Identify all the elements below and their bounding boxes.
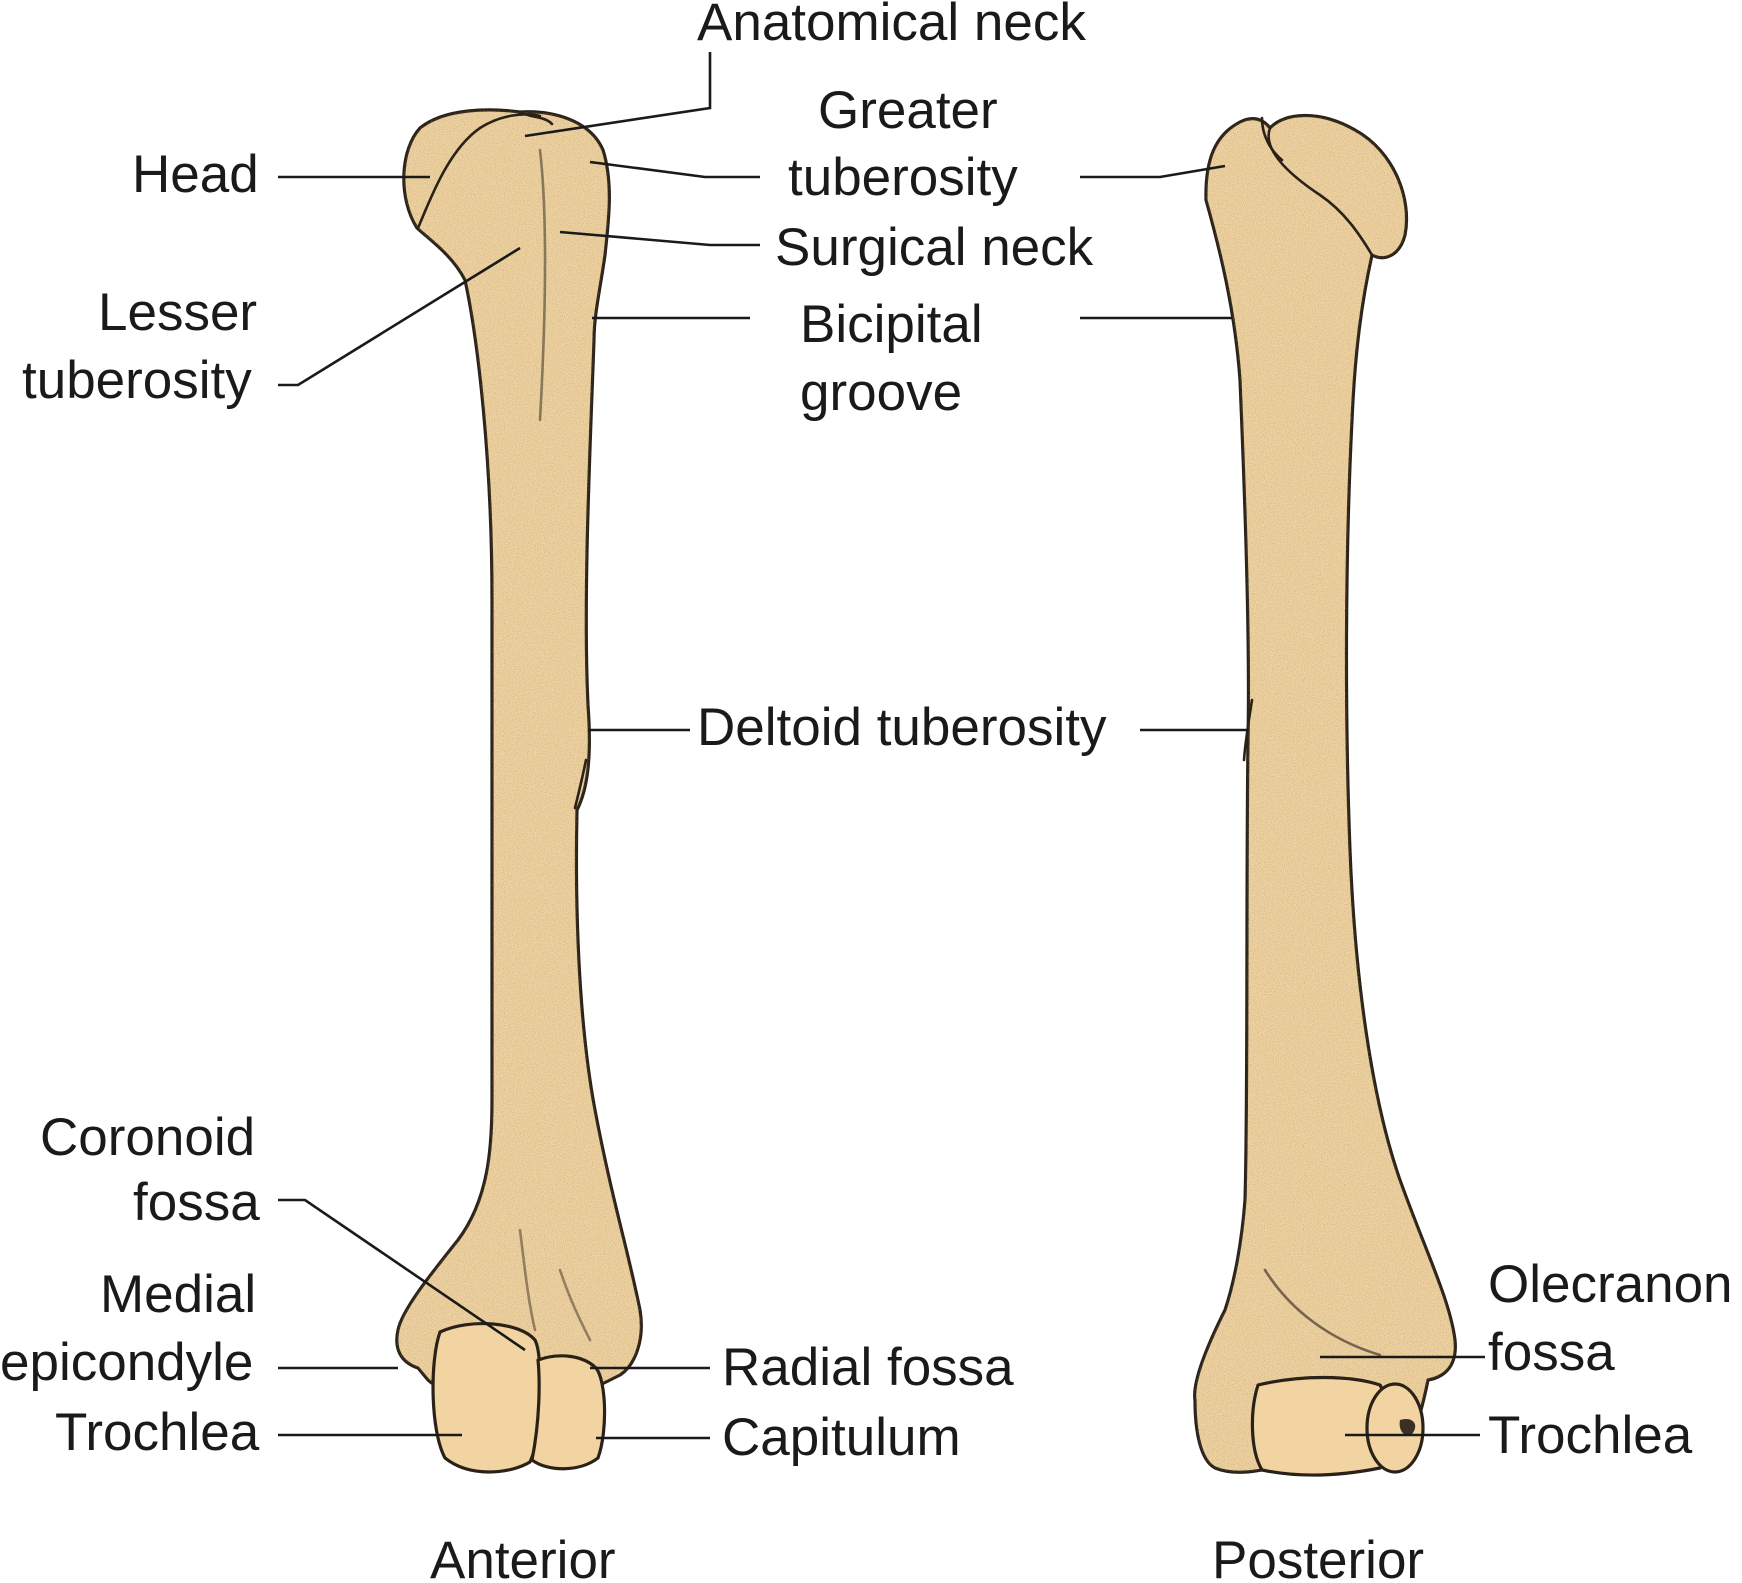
label-trochlea-anterior: Trochlea bbox=[55, 1403, 260, 1462]
leader-greater-tuberosity-post bbox=[1080, 164, 1226, 179]
label-olecranon-fossa-line1: Olecranon bbox=[1488, 1255, 1733, 1314]
anterior-head-rim bbox=[416, 113, 542, 230]
label-bicipital-groove-line1: Bicipital bbox=[800, 295, 983, 354]
leader-surgical-neck bbox=[559, 230, 760, 247]
posterior-tuberosity-notch bbox=[1260, 116, 1284, 162]
label-greater-tuberosity-line2: tuberosity bbox=[788, 148, 1018, 207]
label-coronoid-fossa-line2: fossa bbox=[133, 1173, 260, 1232]
anterior-deltoid-notch bbox=[573, 758, 588, 810]
label-head: Head bbox=[132, 145, 259, 204]
posterior-trochlea bbox=[1250, 1375, 1391, 1477]
label-greater-tuberosity-line1: Greater bbox=[818, 81, 998, 140]
label-bicipital-groove-line2: groove bbox=[800, 363, 962, 422]
view-label-posterior: Posterior bbox=[1212, 1531, 1424, 1583]
label-lesser-tuberosity-line2: tuberosity bbox=[22, 351, 252, 410]
posterior-humerus-shading bbox=[1194, 115, 1456, 1473]
leader-greater-tuberosity-ant bbox=[589, 160, 760, 179]
posterior-olecranon-fossa bbox=[1263, 1268, 1382, 1357]
label-olecranon-fossa-line2: fossa bbox=[1488, 1323, 1615, 1382]
label-deltoid-tuberosity: Deltoid tuberosity bbox=[697, 698, 1107, 757]
view-label-anterior: Anterior bbox=[430, 1531, 616, 1583]
leader-coronoid-fossa bbox=[278, 1198, 526, 1352]
label-medial-epicondyle-line1: Medial bbox=[100, 1265, 256, 1324]
label-medial-epicondyle-line2: epicondyle bbox=[0, 1333, 253, 1392]
anterior-tuberosity-notch bbox=[518, 110, 554, 126]
anterior-humerus-shading bbox=[396, 109, 642, 1393]
posterior-humerus bbox=[1193, 113, 1457, 1477]
label-coronoid-fossa-line1: Coronoid bbox=[40, 1108, 255, 1167]
anterior-bicipital-line bbox=[538, 148, 547, 422]
anterior-capitulum bbox=[530, 1354, 607, 1471]
label-capitulum: Capitulum bbox=[722, 1408, 961, 1467]
leader-anatomical-neck bbox=[524, 52, 712, 138]
anterior-humerus bbox=[395, 108, 643, 1474]
leader-lines bbox=[278, 52, 1485, 1440]
posterior-deltoid-notch bbox=[1242, 698, 1254, 762]
label-surgical-neck: Surgical neck bbox=[775, 218, 1094, 277]
leader-lesser-tuberosity bbox=[278, 246, 521, 387]
label-anatomical-neck: Anatomical neck bbox=[697, 0, 1086, 52]
posterior-trochlea-end bbox=[1365, 1382, 1425, 1474]
posterior-trochlea-spot bbox=[1399, 1418, 1416, 1436]
anterior-trochlea bbox=[431, 1322, 543, 1474]
label-lesser-tuberosity-line1: Lesser bbox=[98, 283, 257, 342]
label-trochlea-posterior: Trochlea bbox=[1488, 1406, 1693, 1465]
anterior-fossa-lines bbox=[518, 1228, 592, 1342]
label-radial-fossa: Radial fossa bbox=[722, 1338, 1014, 1397]
